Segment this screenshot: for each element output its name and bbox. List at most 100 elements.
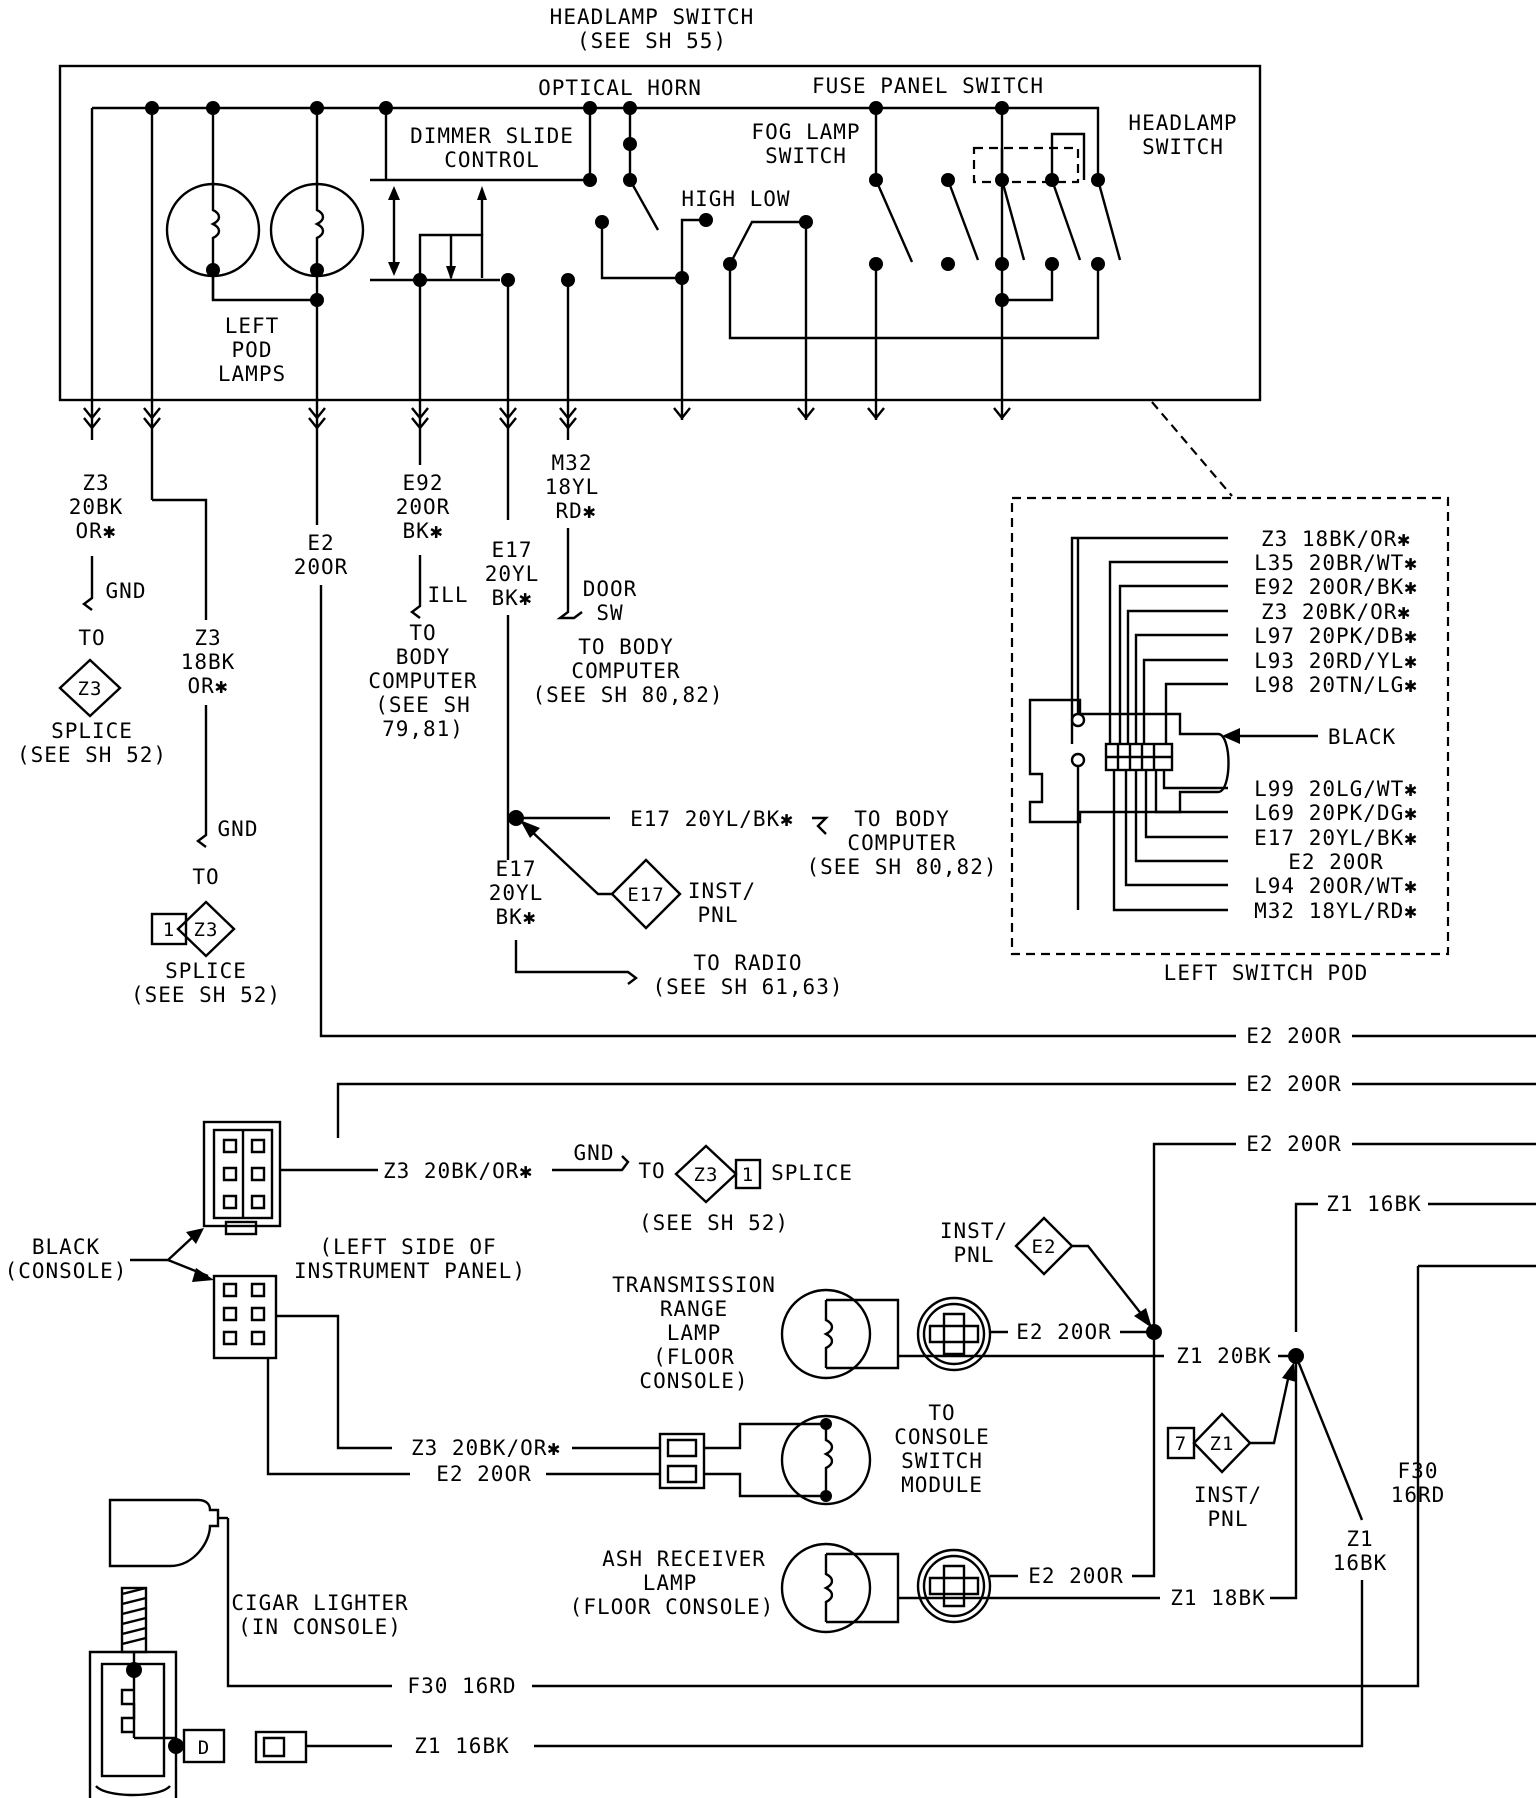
svg-text:E17 20YL/BK✱: E17 20YL/BK✱ [630,807,794,831]
splice-diamond-icon [1192,1412,1252,1474]
svg-text:F30 16RD: F30 16RD [407,1674,516,1698]
svg-text:16RD: 16RD [1391,1483,1446,1507]
svg-text:F30: F30 [1398,1459,1439,1483]
svg-text:Z1: Z1 [1346,1527,1373,1551]
svg-text:ASH RECEIVER: ASH RECEIVER [602,1547,766,1571]
pod-pin-label: L98 20TN/LG✱ [1254,673,1418,697]
svg-text:SPLICE: SPLICE [51,719,133,743]
svg-text:(SEE SH 52): (SEE SH 52) [17,743,167,767]
svg-text:(SEE SH 52): (SEE SH 52) [131,983,281,1007]
svg-text:TO: TO [409,621,436,645]
svg-text:M32: M32 [552,451,593,475]
svg-text:CIGAR LIGHTER: CIGAR LIGHTER [231,1591,408,1615]
svg-text:20OR: 20OR [294,555,349,579]
splice-diamond-icon [674,1144,738,1204]
pod-pin-lead [1164,682,1228,744]
pod-pin-label: E17 20YL/BK✱ [1254,826,1418,850]
pod-pin-lead [1134,633,1228,744]
svg-text:Z1: Z1 [1210,1433,1235,1455]
svg-text:E2 20OR: E2 20OR [1246,1132,1342,1156]
fog-lamp-label: FOG LAMP [751,120,860,144]
svg-text:18BK: 18BK [181,650,236,674]
headlamp-switch-box: OPTICAL HORN FUSE PANEL SWITCH HEADLAMP … [58,64,1262,402]
ash-receiver-lamp-icon [780,1542,872,1634]
svg-text:GND: GND [106,579,147,603]
svg-text:BK✱: BK✱ [492,586,533,610]
pod-pin-label: L69 20PK/DG✱ [1254,801,1418,825]
svg-text:LAMP: LAMP [643,1571,698,1595]
svg-text:COMPUTER: COMPUTER [847,831,956,855]
splice-diamond-icon [58,658,122,718]
svg-text:Z1 16BK: Z1 16BK [414,1734,510,1758]
pod-pin-lead [1162,770,1228,790]
svg-text:E2 20OR: E2 20OR [436,1462,532,1486]
svg-text:E2 20OR: E2 20OR [1246,1072,1342,1096]
svg-text:E2 20OR: E2 20OR [1246,1024,1342,1048]
dimmer-label-2: CONTROL [444,148,540,172]
svg-text:E17: E17 [496,857,537,881]
svg-text:Z1 16BK: Z1 16BK [1326,1192,1422,1216]
svg-text:(SEE SH 52): (SEE SH 52) [639,1211,789,1235]
svg-text:TRANSMISSION: TRANSMISSION [612,1273,776,1297]
svg-text:Z3 20BK/OR✱: Z3 20BK/OR✱ [411,1436,561,1460]
pod-pin-label: Z3 18BK/OR✱ [1261,527,1411,551]
svg-text:ILL: ILL [428,583,469,607]
svg-text:(SEE SH: (SEE SH [375,693,471,717]
splice-diamond-icon [610,858,682,930]
splice-diamond-icon [176,900,236,958]
pod-lamps-label-3: LAMPS [218,362,286,386]
svg-text:E17: E17 [627,884,664,906]
wire-e2-20or: E2 20OR [294,531,1236,1038]
pod-pin-lead [1112,770,1228,912]
optical-horn-label: OPTICAL HORN [538,76,702,100]
svg-text:INST/: INST/ [940,1219,1008,1243]
headlamp-switch-label-2: SWITCH [1142,135,1224,159]
svg-text:DOOR: DOOR [583,577,638,601]
pod-pin-label: E92 20OR/BK✱ [1254,575,1418,599]
svg-text:PNL: PNL [698,903,739,927]
svg-text:SWITCH: SWITCH [901,1449,983,1473]
pod-pin-lead [1108,560,1228,744]
fog-lamp-label-2: SWITCH [765,144,847,168]
svg-text:SW: SW [596,601,623,625]
wire-e17: E17 20YL BK✱ E17 20YL/BK✱ TO BODY COMPUT… [485,538,997,999]
svg-text:(SEE SH 80,82): (SEE SH 80,82) [532,683,723,707]
bottom-wiring: E2 20OR E2 20OR E2 20OR Z1 16BK Z3 20BK/… [5,1024,1536,1798]
svg-text:E2 20OR: E2 20OR [1028,1564,1124,1588]
pod-pin-label: L35 20BR/WT✱ [1254,551,1418,575]
pod-lamps-label-2: POD [232,338,273,362]
svg-text:(SEE SH 80,82): (SEE SH 80,82) [806,855,997,879]
svg-text:20BK: 20BK [69,495,124,519]
svg-text:(SEE SH 61,63): (SEE SH 61,63) [652,975,843,999]
pod-connector-color: BLACK [1328,725,1396,749]
svg-text:Z3: Z3 [194,626,221,650]
transmission-lamp-icon [780,1288,872,1380]
svg-text:BK✱: BK✱ [496,905,537,929]
svg-text:Z3: Z3 [194,919,219,941]
wire-z3-18bk: Z3 18BK OR✱ GND TO 1 Z3 SPLICE (SEE SH 5… [131,498,281,1007]
svg-text:COMPUTER: COMPUTER [368,669,477,693]
wire-m32: M32 18YL RD✱ DOOR SW TO BODY COMPUTER (S… [532,451,723,707]
svg-text:16BK: 16BK [1333,1551,1388,1575]
pod-pin-label: E2 20OR [1288,850,1384,874]
svg-text:TO RADIO: TO RADIO [693,951,802,975]
wire-e92: E92 20OR BK✱ ILL TO BODY COMPUTER (SEE S… [368,471,477,741]
svg-text:20OR: 20OR [396,495,451,519]
svg-text:7: 7 [1175,1433,1187,1455]
svg-text:LAMP: LAMP [667,1321,722,1345]
svg-text:E92: E92 [403,471,444,495]
svg-text:Z3: Z3 [694,1164,719,1186]
svg-text:Z1 20BK: Z1 20BK [1176,1344,1272,1368]
pod-pin-lead [1134,770,1228,863]
svg-text:OR✱: OR✱ [188,674,229,698]
svg-text:COMPUTER: COMPUTER [571,659,680,683]
pod-pin-label: M32 18YL/RD✱ [1254,899,1418,923]
pod-pin-label: L97 20PK/DB✱ [1254,624,1418,648]
svg-text:PNL: PNL [954,1243,995,1267]
pod-pin-label: L94 20OR/WT✱ [1254,874,1418,898]
svg-text:E2 20OR: E2 20OR [1016,1320,1112,1344]
svg-text:Z3 20BK/OR✱: Z3 20BK/OR✱ [383,1159,533,1183]
svg-text:TO BODY: TO BODY [578,635,674,659]
pod-pin-lead [1118,584,1228,744]
svg-text:E2: E2 [1032,1236,1057,1258]
